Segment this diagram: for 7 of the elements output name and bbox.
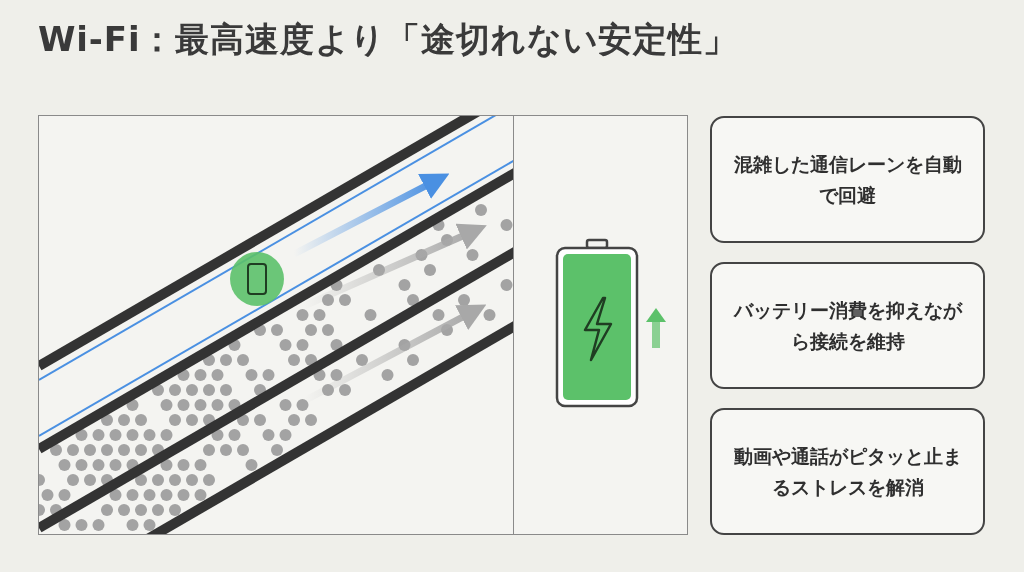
text-box xyxy=(710,408,985,535)
text-box xyxy=(710,116,985,243)
text-box xyxy=(710,262,985,389)
title: Wi-Fi：最高速度より「途切れない安定性」 xyxy=(38,18,738,61)
box-text: バッテリー消費を抑えながら接続を維持 xyxy=(732,298,964,354)
box-text: 混雑した通信レーンを自動で回避 xyxy=(732,152,963,208)
box-text: 動画や通話がピタッと止まるストレスを解消 xyxy=(732,444,963,500)
